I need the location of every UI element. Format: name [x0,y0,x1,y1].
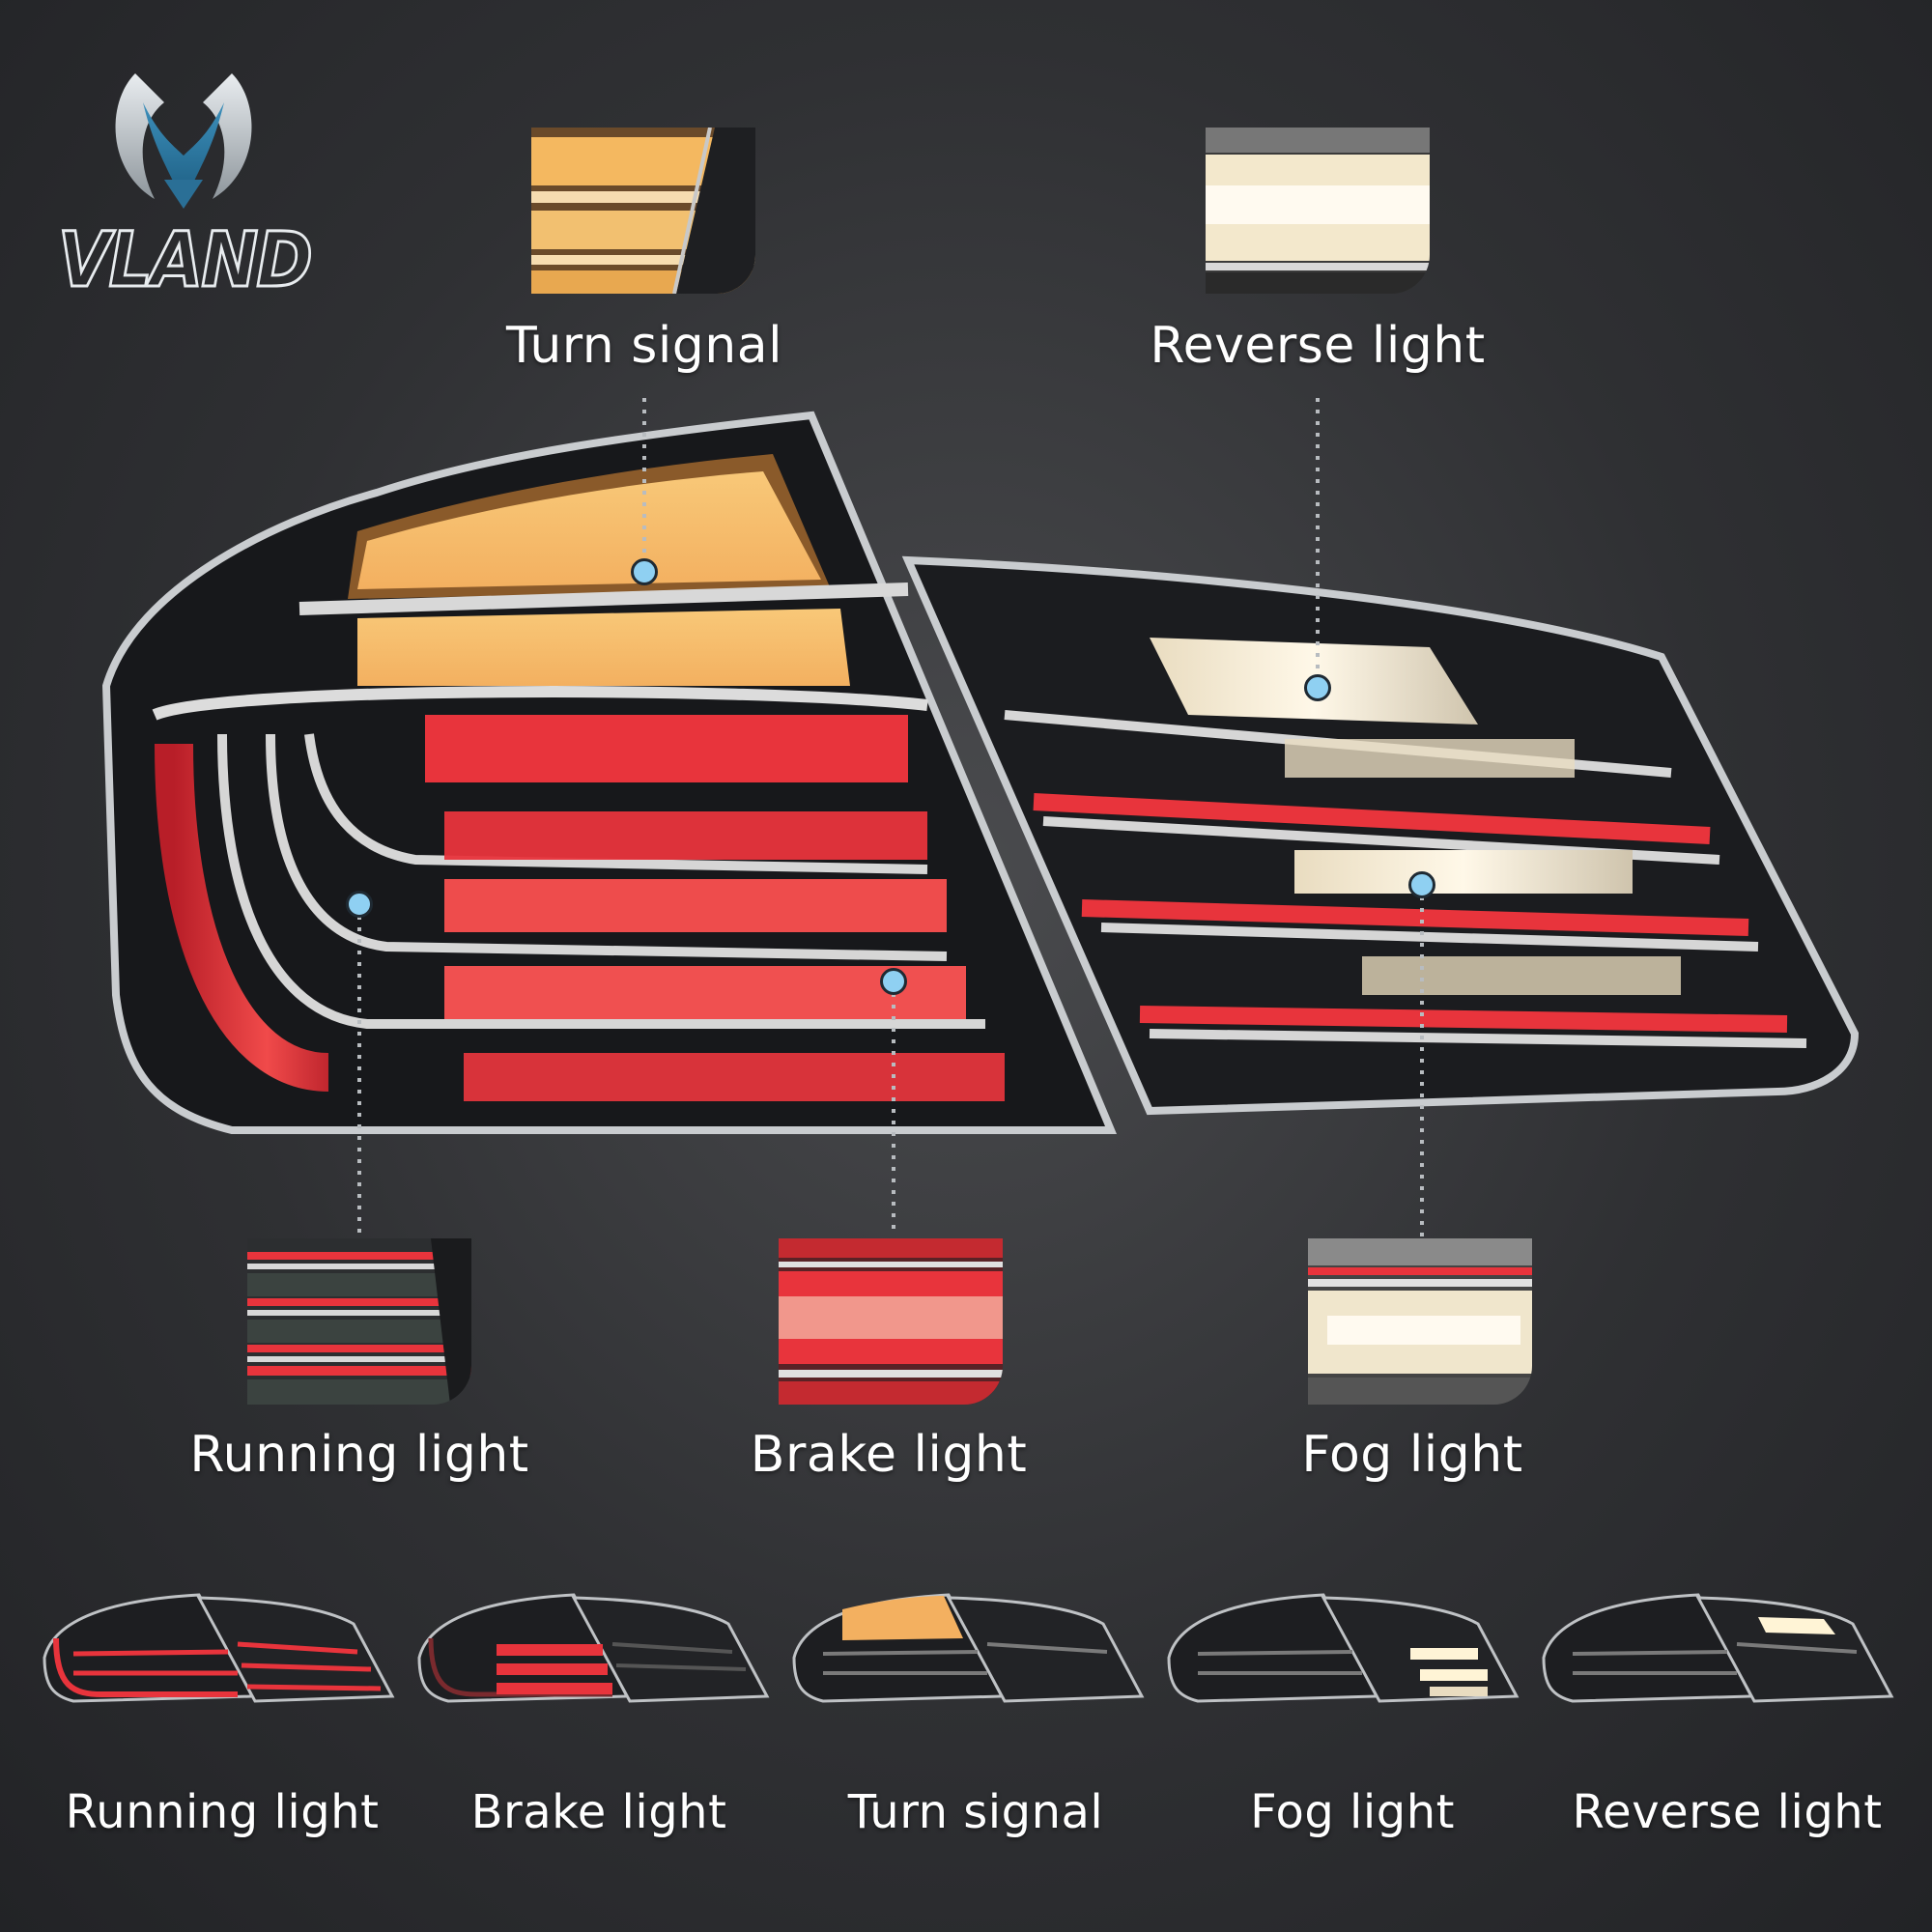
mode-brake-light-thumbnail [410,1580,777,1735]
reverse-light-label: Reverse light [1150,317,1486,375]
mode-running-light-thumbnail [35,1580,402,1735]
mode-turn-signal-thumbnail [784,1580,1151,1735]
brand-wordmark: VLAND [54,216,315,306]
reverse-light-thumbnail [1206,128,1430,294]
reverse-light-marker [1304,674,1331,701]
turn-signal-thumbnail [531,128,755,294]
mode-label-running-light: Running light [65,1785,380,1839]
mode-label-brake-light: Brake light [470,1785,727,1839]
mode-reverse-light-thumbnail [1534,1580,1901,1735]
brand-logo [97,64,270,218]
logo-emblem-icon [115,73,252,209]
running-light-label: Running light [189,1426,529,1484]
brake-light-marker [880,968,907,995]
mode-fog-light-thumbnail [1159,1580,1526,1735]
mode-label-turn-signal: Turn signal [847,1785,1104,1839]
running-light-thumbnail [247,1238,471,1405]
mode-label-fog-light: Fog light [1250,1785,1455,1839]
fog-light-thumbnail [1308,1238,1532,1405]
fog-light-marker [1408,871,1435,898]
running-light-marker [346,891,373,918]
fog-light-label: Fog light [1301,1426,1523,1484]
turn-signal-marker [631,558,658,585]
svg-text:VLAND: VLAND [58,228,311,296]
brake-light-thumbnail [779,1238,1003,1405]
turn-signal-label: Turn signal [505,317,783,375]
mode-label-reverse-light: Reverse light [1572,1785,1883,1839]
tail-light-main-illustration [77,396,1874,1169]
brake-light-label: Brake light [750,1426,1028,1484]
